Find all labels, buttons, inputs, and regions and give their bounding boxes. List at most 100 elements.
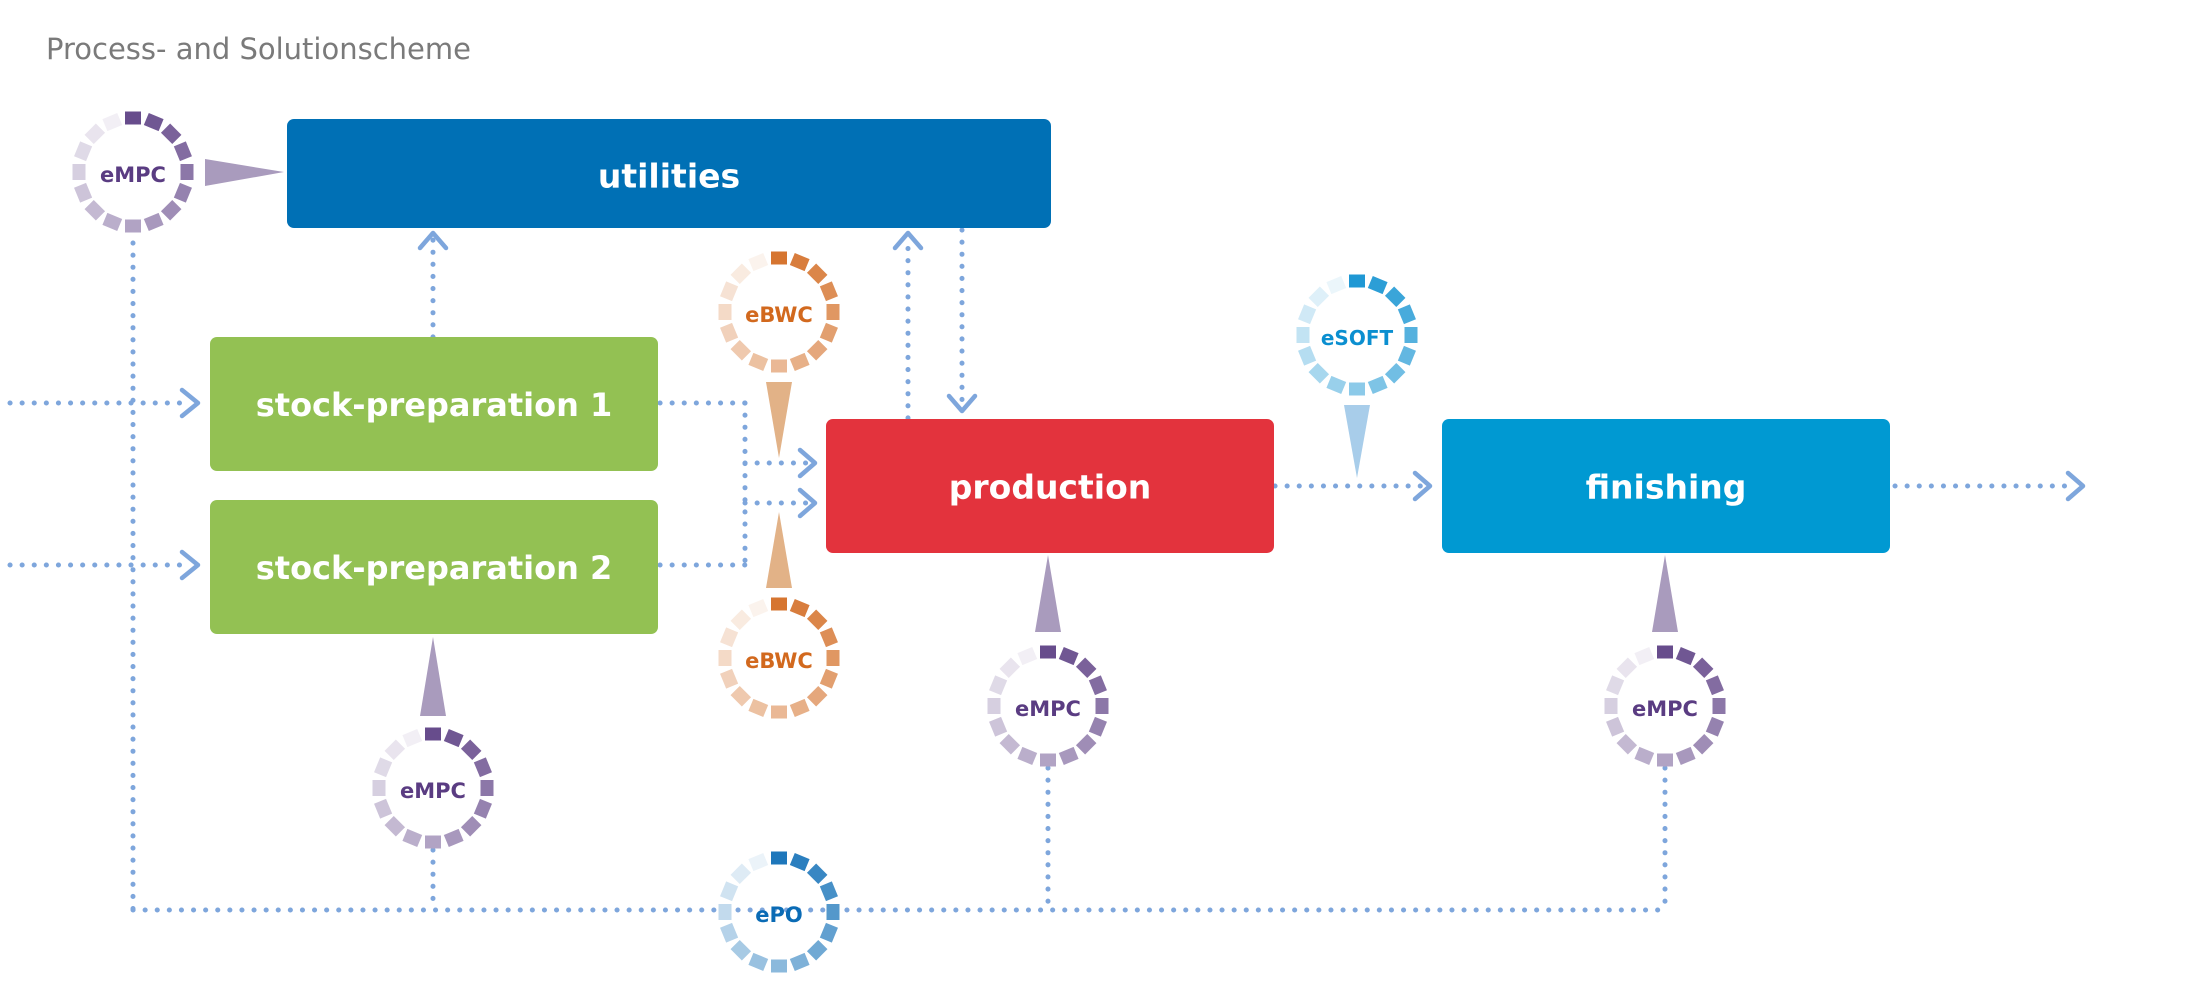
ring-segment <box>987 698 1001 714</box>
box-stock-preparation-2[interactable]: stock-preparation 2 <box>210 500 658 634</box>
box-utilities[interactable]: utilities <box>287 119 1051 228</box>
ring-segment <box>384 815 406 837</box>
ring-segment <box>1675 647 1696 666</box>
ring-segment <box>125 111 141 125</box>
ring-segment <box>826 904 840 920</box>
ring-segment <box>999 657 1021 679</box>
badge-ebwc-stock2[interactable]: eBWC <box>718 597 840 719</box>
ring-segment <box>1095 698 1109 714</box>
ring-segment <box>718 304 732 320</box>
ring-segment <box>806 863 828 885</box>
ring-segment <box>1397 304 1416 325</box>
ring-segment <box>989 675 1008 696</box>
badge-esoft[interactable]: eSOFT <box>1296 274 1418 396</box>
triangle-pointer-icon <box>766 512 792 588</box>
ring-segment <box>789 599 810 618</box>
badge-empc-label: eMPC <box>400 779 466 803</box>
ring-segment <box>374 798 393 819</box>
ring-segment <box>806 685 828 707</box>
badge-empc-label: eMPC <box>1632 697 1698 721</box>
ring-segment <box>480 780 494 796</box>
ring-segment <box>720 627 739 648</box>
ring-segment <box>748 698 769 717</box>
ring-segment <box>1404 327 1418 343</box>
ring-segment <box>730 609 752 631</box>
ring-segment <box>806 609 828 631</box>
ring-segment <box>1058 746 1079 765</box>
ring-segment <box>826 304 840 320</box>
ring-segment <box>1675 746 1696 765</box>
ring-segment <box>143 113 164 132</box>
ring-segment <box>1705 716 1724 737</box>
ring-segment <box>720 668 739 689</box>
ring-segment <box>1606 716 1625 737</box>
ring-segment <box>1017 647 1038 666</box>
ring-segment <box>819 922 838 943</box>
page-title: Process- and Solutionscheme <box>46 32 471 66</box>
ring-segment <box>1308 286 1330 308</box>
ring-segment <box>771 851 787 865</box>
badge-empc-label: eMPC <box>1015 697 1081 721</box>
ring-segment <box>1088 716 1107 737</box>
chevron-arrow-icon <box>946 393 978 414</box>
ring-segment <box>806 339 828 361</box>
chevron-arrow-icon <box>892 230 924 251</box>
ring-segment <box>1088 675 1107 696</box>
ring-segment <box>425 727 441 741</box>
ring-segment <box>789 853 810 872</box>
segmented-ring-icon <box>987 645 1109 767</box>
ring-segment <box>1657 645 1673 659</box>
ring-segment <box>1326 375 1347 394</box>
box-finishing-label: finishing <box>1586 468 1747 507</box>
ring-segment <box>160 199 182 221</box>
ring-segment <box>443 729 464 748</box>
ring-segment <box>1326 276 1347 295</box>
ring-segment <box>730 685 752 707</box>
ring-segment <box>748 253 769 272</box>
ring-segment <box>1296 327 1310 343</box>
ring-segment <box>718 904 732 920</box>
ring-segment <box>789 253 810 272</box>
ring-segment <box>1692 657 1714 679</box>
chevron-arrow-icon <box>797 447 818 479</box>
ring-segment <box>1616 733 1638 755</box>
ring-segment <box>1075 733 1097 755</box>
ring-segment <box>1634 647 1655 666</box>
ring-segment <box>806 263 828 285</box>
ring-segment <box>173 141 192 162</box>
chevron-arrow-icon <box>417 230 449 251</box>
ring-segment <box>748 952 769 971</box>
triangle-pointer-icon <box>1035 555 1061 632</box>
ring-segment <box>1634 746 1655 765</box>
badge-empc-utilities[interactable]: eMPC <box>72 111 194 233</box>
badge-empc-stock2[interactable]: eMPC <box>372 727 494 849</box>
badge-empc-label: eMPC <box>100 163 166 187</box>
ring-segment <box>819 281 838 302</box>
badge-empc-production[interactable]: eMPC <box>987 645 1109 767</box>
ring-segment <box>1657 753 1673 767</box>
ring-segment <box>771 359 787 373</box>
ring-segment <box>771 251 787 265</box>
ring-segment <box>989 716 1008 737</box>
ring-segment <box>1298 304 1317 325</box>
badge-epo[interactable]: ePO <box>718 851 840 973</box>
box-production[interactable]: production <box>826 419 1274 553</box>
ring-segment <box>1384 362 1406 384</box>
ring-segment <box>1308 362 1330 384</box>
box-finishing[interactable]: finishing <box>1442 419 1890 553</box>
segmented-ring-icon <box>1604 645 1726 767</box>
ring-segment <box>819 322 838 343</box>
badge-ebwc-stock1[interactable]: eBWC <box>718 251 840 373</box>
ring-segment <box>1367 375 1388 394</box>
ring-segment <box>718 650 732 666</box>
ring-segment <box>771 705 787 719</box>
badge-empc-finishing[interactable]: eMPC <box>1604 645 1726 767</box>
box-stock-preparation-1[interactable]: stock-preparation 1 <box>210 337 658 471</box>
box-stock-preparation-1-label: stock-preparation 1 <box>256 386 613 424</box>
ring-segment <box>789 952 810 971</box>
badge-epo-label: ePO <box>755 903 803 927</box>
ring-segment <box>460 815 482 837</box>
segmented-ring-icon <box>718 597 840 719</box>
badge-ebwc-label: eBWC <box>745 649 813 673</box>
segmented-ring-icon <box>72 111 194 233</box>
